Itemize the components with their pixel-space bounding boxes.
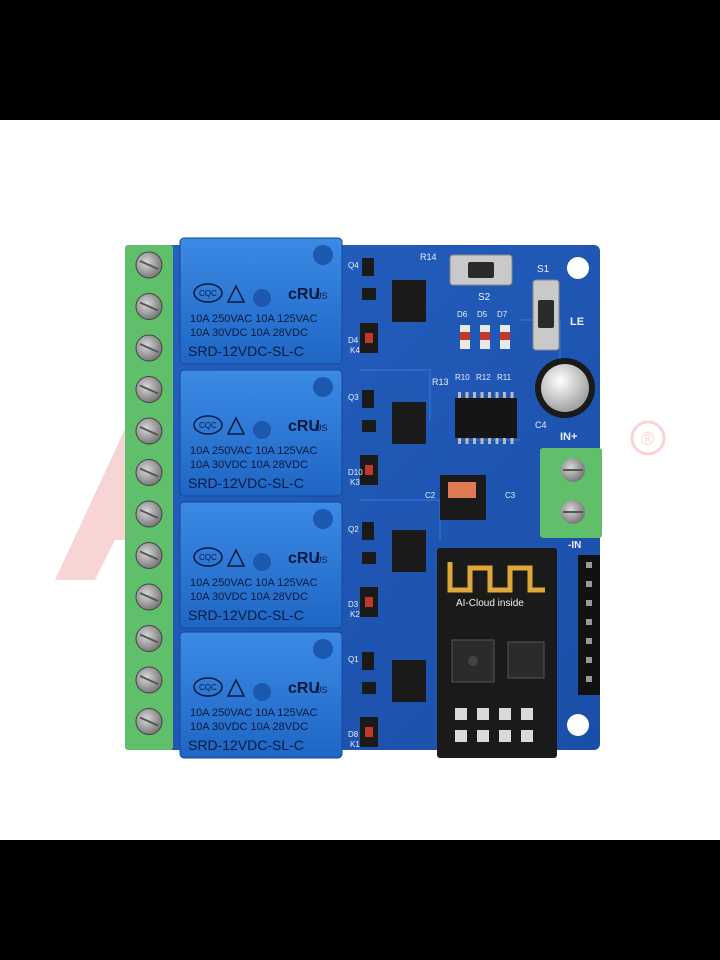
driver-ic	[455, 392, 517, 444]
power-terminal: -IN	[540, 448, 602, 551]
svg-text:C3: C3	[505, 491, 516, 500]
svg-text:D10: D10	[348, 468, 363, 477]
terminal-screw	[135, 251, 163, 279]
module-brand-label: AI-Cloud inside	[456, 598, 524, 609]
relay-rating-line2: 10A 30VDC 10A 28VDC	[190, 327, 308, 339]
push-button-s2: S2	[449, 254, 513, 303]
svg-text:S2: S2	[478, 292, 491, 303]
svg-text:R11: R11	[497, 373, 512, 382]
svg-text:-IN: -IN	[568, 540, 581, 551]
mount-hole	[567, 714, 589, 736]
relay-model: SRD-12VDC-SL-C	[188, 475, 304, 491]
terminal-screw	[135, 293, 163, 320]
terminal-screw	[135, 500, 163, 528]
relay-rating-line1: 10A 250VAC 10A 125VAC	[190, 707, 317, 719]
relay-model: SRD-12VDC-SL-C	[188, 607, 304, 623]
svg-text:Q2: Q2	[348, 525, 359, 534]
svg-text:C2: C2	[425, 491, 436, 500]
svg-text:D4: D4	[348, 336, 359, 345]
relay-rating-line2: 10A 30VDC 10A 28VDC	[190, 591, 308, 603]
push-button-s1: S1 LE	[532, 264, 584, 351]
relay-ref-label: K1	[350, 740, 360, 749]
svg-text:D6: D6	[457, 310, 468, 319]
optocouplers	[392, 280, 426, 702]
relay-rating-line1: 10A 250VAC 10A 125VAC	[190, 577, 317, 589]
svg-text:US: US	[315, 555, 328, 565]
relay-ref-label: K2	[350, 610, 360, 619]
svg-text:US: US	[315, 423, 328, 433]
status-leds: D6 D5 D7 R10 R12 R11	[455, 310, 512, 382]
terminal-screw	[135, 625, 163, 652]
registered-mark: ®	[641, 429, 654, 449]
terminal-screw	[135, 334, 163, 362]
svg-text:US: US	[315, 291, 328, 301]
svg-text:D3: D3	[348, 600, 359, 609]
terminal-screw	[135, 376, 163, 403]
relay-ref-label: K3	[350, 478, 360, 487]
svg-text:R13: R13	[432, 377, 449, 387]
ul-mark: cRU	[288, 418, 320, 435]
relay-rating-line2: 10A 30VDC 10A 28VDC	[190, 721, 308, 733]
relay-rating-line2: 10A 30VDC 10A 28VDC	[190, 459, 308, 471]
jumper-header	[440, 475, 486, 520]
svg-text:R12: R12	[476, 373, 491, 382]
ul-mark: cRU	[288, 550, 320, 567]
esp-wifi-module: AI-Cloud inside	[437, 548, 557, 758]
svg-text:LE: LE	[570, 316, 584, 328]
mount-hole	[567, 257, 589, 279]
terminal-screw	[135, 708, 163, 735]
cert-mark: CQC	[199, 289, 217, 298]
svg-text:Q1: Q1	[348, 655, 359, 664]
svg-text:R14: R14	[420, 252, 437, 262]
svg-text:D7: D7	[497, 310, 508, 319]
relay-ref-label: K4	[350, 346, 360, 355]
cert-mark: CQC	[199, 683, 217, 692]
terminal-screw	[135, 459, 163, 486]
electrolytic-capacitor: C4	[535, 358, 595, 430]
ul-mark: cRU	[288, 680, 320, 697]
terminal-screw	[135, 666, 163, 694]
svg-text:R10: R10	[455, 373, 470, 382]
svg-text:C4: C4	[535, 420, 547, 430]
cert-mark: CQC	[199, 553, 217, 562]
svg-text:D8: D8	[348, 730, 359, 739]
pin-header	[578, 555, 600, 695]
terminal-screw	[135, 583, 163, 611]
svg-text:Q3: Q3	[348, 393, 359, 402]
relay-rating-line1: 10A 250VAC 10A 125VAC	[190, 313, 317, 325]
relay-model: SRD-12VDC-SL-C	[188, 737, 304, 753]
power-in-label: IN+	[560, 431, 577, 443]
terminal-screw	[135, 417, 163, 445]
cert-mark: CQC	[199, 421, 217, 430]
svg-text:Q4: Q4	[348, 261, 359, 270]
relay-rating-line1: 10A 250VAC 10A 125VAC	[190, 445, 317, 457]
ul-mark: cRU	[288, 286, 320, 303]
left-terminal-block	[125, 245, 173, 750]
svg-text:US: US	[315, 685, 328, 695]
svg-text:S1: S1	[537, 264, 550, 275]
svg-text:D5: D5	[477, 310, 488, 319]
relay-model: SRD-12VDC-SL-C	[188, 343, 304, 359]
terminal-screw	[135, 542, 163, 569]
